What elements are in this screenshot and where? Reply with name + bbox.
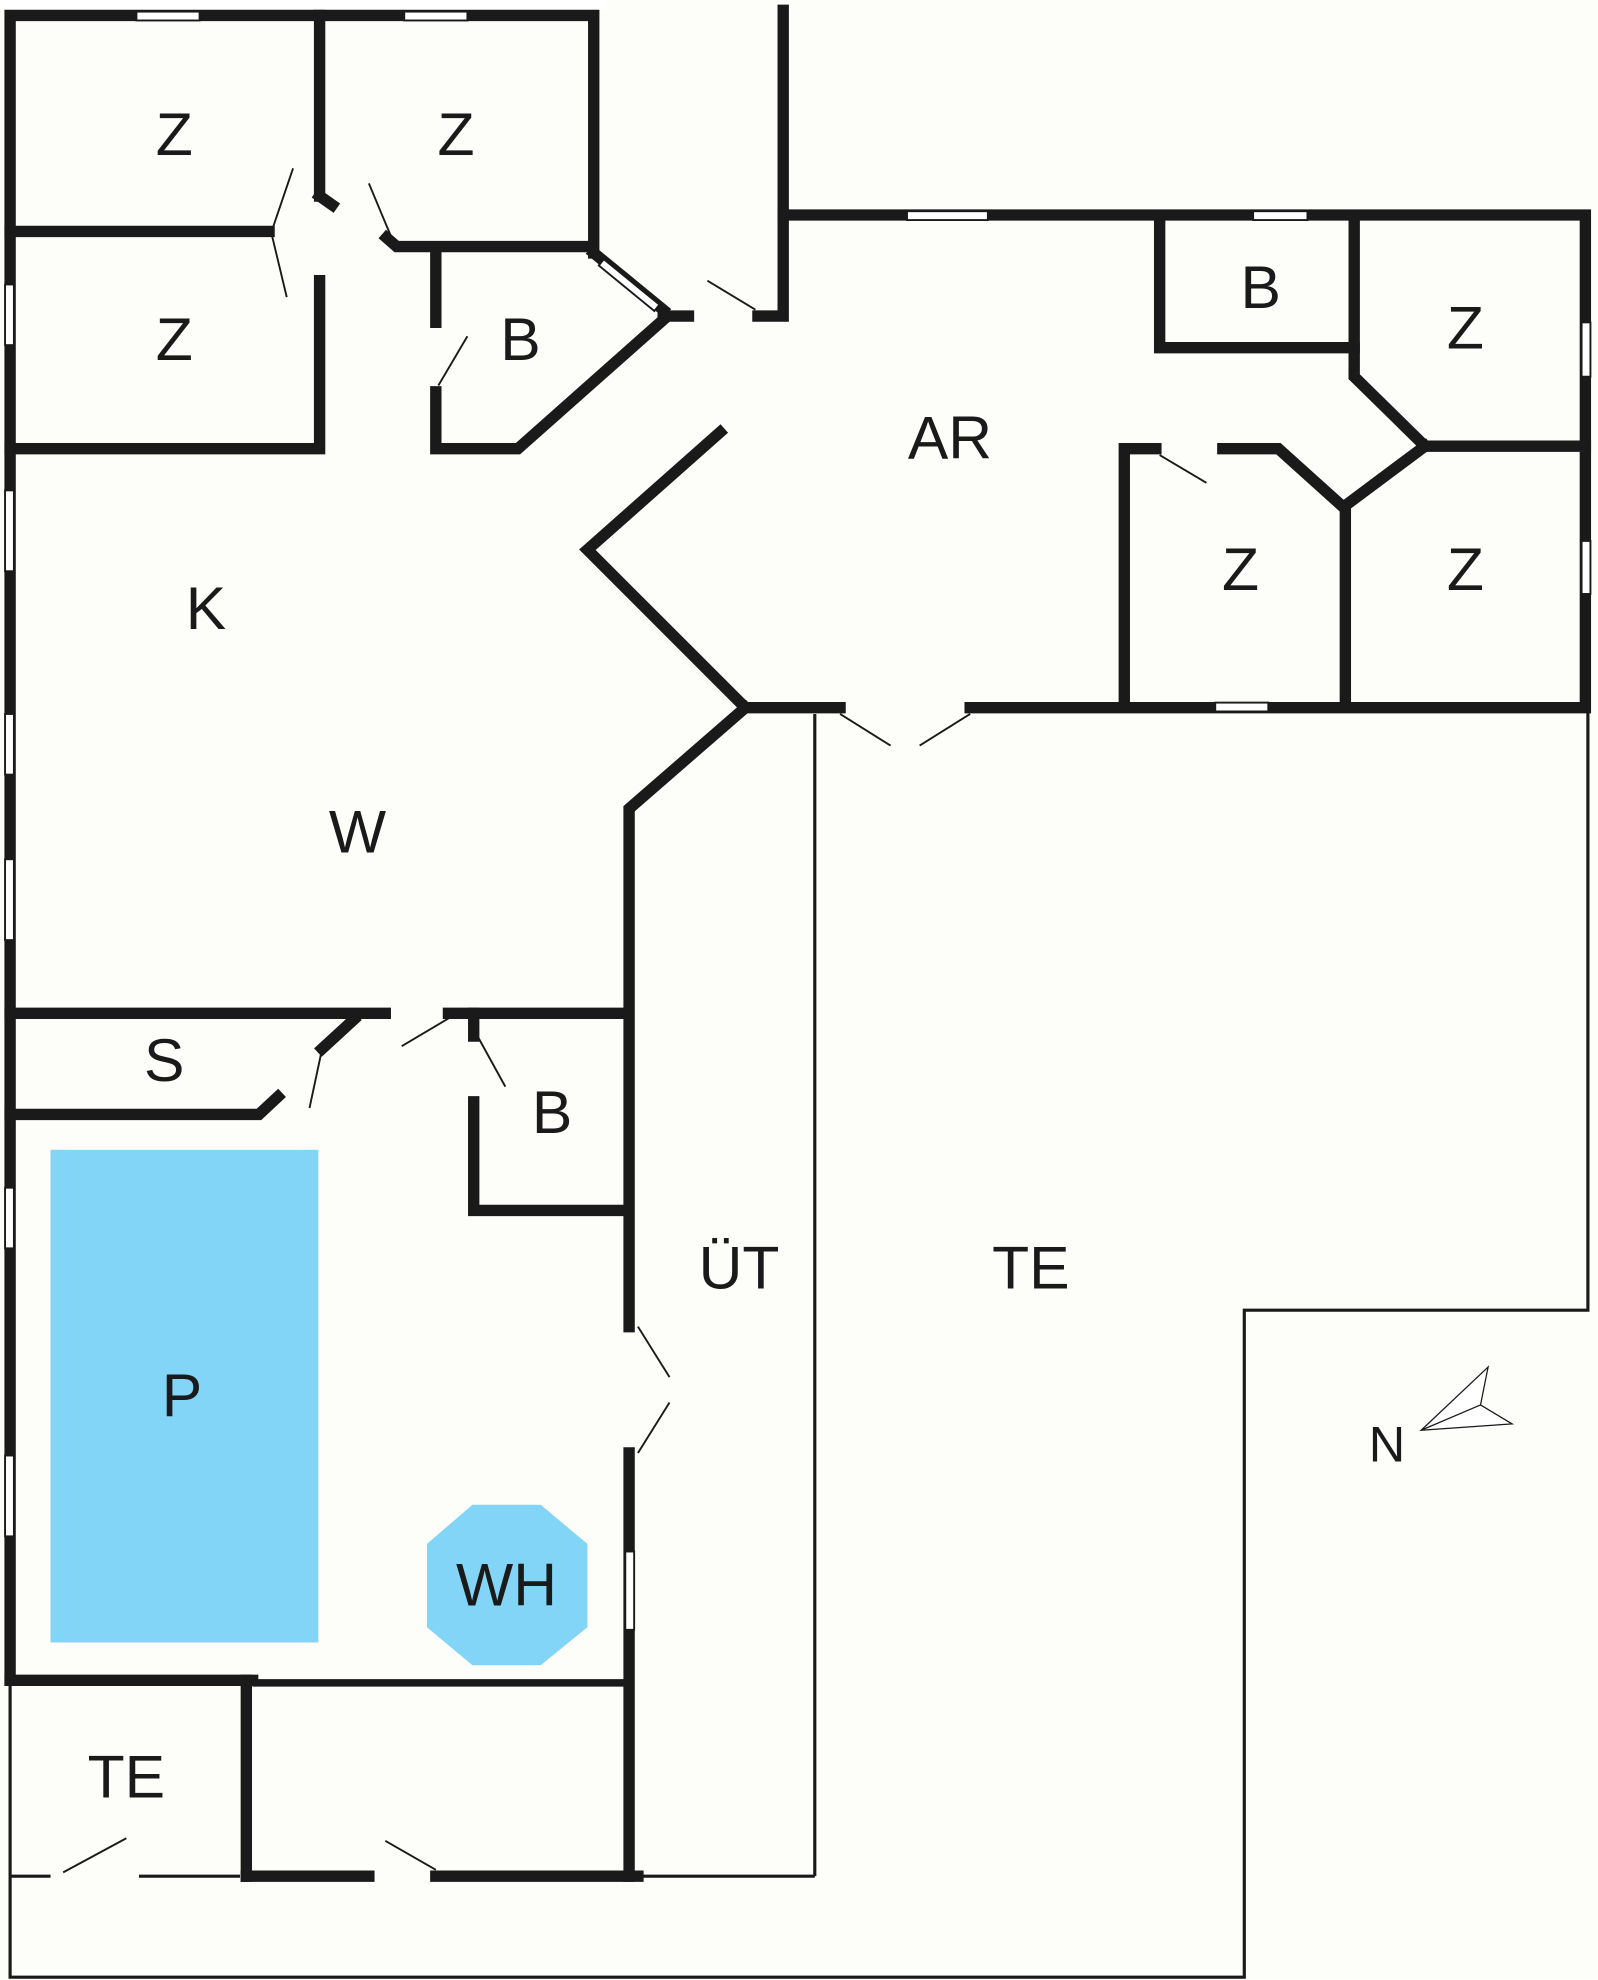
whirlpool: [426, 1504, 588, 1666]
room-label-z4: Z: [1447, 293, 1484, 361]
room-label-wh: WH: [456, 1550, 557, 1618]
compass-label: N: [1369, 1415, 1405, 1472]
north-arrow-icon: [1419, 1365, 1515, 1431]
room-label-k: K: [186, 574, 226, 642]
room-label-p: P: [162, 1361, 202, 1429]
room-label-te1: TE: [88, 1742, 165, 1810]
room-label-s: S: [144, 1026, 184, 1094]
pool: [50, 1149, 319, 1643]
room-label-ar: AR: [908, 403, 992, 471]
room-label-z3: Z: [156, 305, 193, 373]
room-label-z1: Z: [156, 100, 193, 168]
walls: [4, 4, 1592, 1882]
room-label-te2: TE: [992, 1233, 1069, 1301]
room-label-b2: B: [1240, 253, 1280, 321]
room-labels: Z Z Z B K W AR B Z Z Z S B P WH ÜT TE TE…: [88, 100, 1484, 1810]
room-label-z2: Z: [438, 100, 475, 168]
terrace-outline: [8, 707, 1590, 1979]
room-label-z5: Z: [1222, 535, 1259, 603]
room-label-b3: B: [532, 1078, 572, 1146]
room-label-ut: ÜT: [699, 1233, 780, 1301]
room-label-w: W: [329, 798, 387, 866]
doors: [62, 167, 1207, 1874]
room-label-b1: B: [500, 305, 540, 373]
windows: [4, 10, 1592, 1631]
room-label-z6: Z: [1447, 535, 1484, 603]
